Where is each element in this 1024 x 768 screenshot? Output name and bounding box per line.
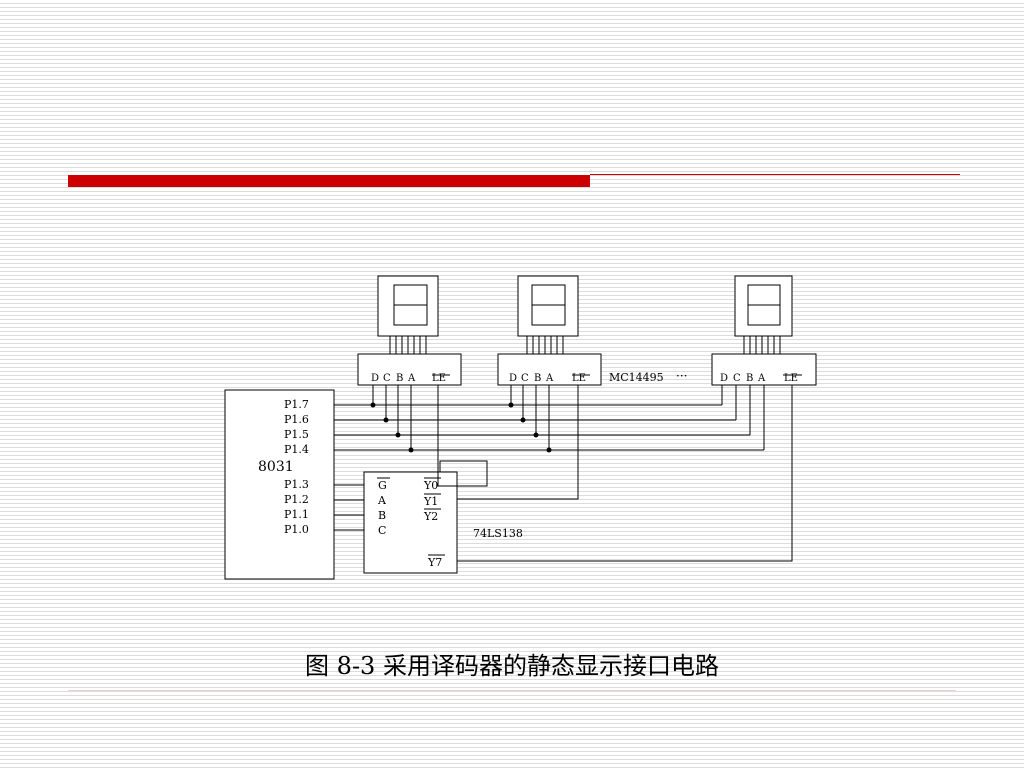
latch1-input-b: B bbox=[396, 373, 403, 384]
latch1-le: LE bbox=[432, 373, 446, 384]
latch3-input-c: C bbox=[733, 373, 741, 384]
decoder-out-y1: Y1 bbox=[423, 495, 438, 508]
latch-decoder-3 bbox=[711, 353, 817, 386]
latch1-input-a: A bbox=[407, 373, 416, 384]
decoder-pin-b: B bbox=[378, 509, 386, 522]
decoder-74ls138 bbox=[363, 471, 458, 574]
pin-p1-1: P1.1 bbox=[284, 508, 309, 521]
latch2-input-c: C bbox=[521, 373, 529, 384]
latch-chip-label: MC14495 bbox=[609, 371, 664, 384]
decoder-out-y7: Y7 bbox=[427, 556, 442, 569]
decoder-out-y2: Y2 bbox=[423, 510, 438, 523]
latch3-input-b: B bbox=[746, 373, 753, 384]
title-bar-thick bbox=[68, 175, 590, 187]
latch-decoder-1 bbox=[357, 353, 462, 386]
pin-p1-2: P1.2 bbox=[284, 493, 309, 506]
mcu-name: 8031 bbox=[258, 459, 294, 475]
latch2-input-a: A bbox=[545, 373, 554, 384]
latch1-input-c: C bbox=[383, 373, 391, 384]
latch-ellipsis: ··· bbox=[676, 369, 687, 383]
figure-caption: 图 8-3 采用译码器的静态显示接口电路 bbox=[305, 652, 719, 680]
decoder-chip-label: 74LS138 bbox=[473, 527, 523, 540]
footer-divider bbox=[68, 690, 956, 691]
latch2-le: LE bbox=[572, 373, 586, 384]
decoder-pin-c: C bbox=[378, 524, 386, 537]
latch3-le: LE bbox=[784, 373, 798, 384]
pin-p1-5: P1.5 bbox=[284, 428, 309, 441]
pin-p1-7: P1.7 bbox=[284, 398, 309, 411]
latch2-input-d: D bbox=[509, 373, 517, 384]
latch1-input-d: D bbox=[371, 373, 379, 384]
seven-segment-display-2 bbox=[517, 275, 579, 337]
seven-segment-display-3 bbox=[734, 275, 793, 337]
pin-p1-4: P1.4 bbox=[284, 443, 309, 456]
pin-p1-6: P1.6 bbox=[284, 413, 309, 426]
latch2-input-b: B bbox=[534, 373, 541, 384]
pin-p1-0: P1.0 bbox=[284, 523, 309, 536]
decoder-out-y0: Y0 bbox=[423, 479, 438, 492]
latch3-input-a: A bbox=[757, 373, 766, 384]
mcu-8031 bbox=[224, 389, 335, 580]
decoder-pin-g: G bbox=[378, 479, 387, 492]
decoder-pin-a: A bbox=[377, 494, 387, 507]
seven-segment-display-1 bbox=[377, 275, 439, 337]
latch3-input-d: D bbox=[720, 373, 728, 384]
pin-p1-3: P1.3 bbox=[284, 478, 309, 491]
title-bar-thin bbox=[590, 174, 960, 175]
